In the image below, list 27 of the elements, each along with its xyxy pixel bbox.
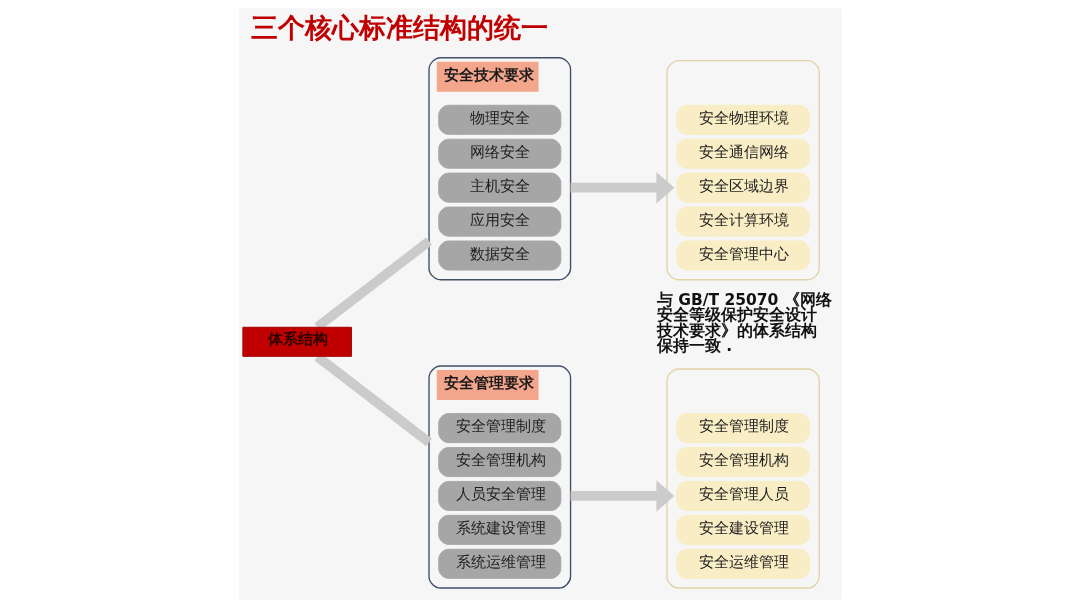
arrow <box>570 480 674 512</box>
node-box: 安全物理环境 <box>675 104 810 135</box>
node-box: 安全计算环境 <box>675 206 810 237</box>
node-box: 安全建设管理 <box>675 514 810 545</box>
node-box: 安全管理制度 <box>675 413 810 444</box>
node-box: 安全管理机构 <box>675 447 810 478</box>
cluster <box>665 368 820 589</box>
node-box: 安全通信网络 <box>675 138 810 169</box>
node-box: 主机安全 <box>437 172 561 203</box>
label: 与 GB/T 25070 《网络安全等级保护安全设计技术要求》的体系结构保持一致 . <box>656 290 832 356</box>
node-box: 安全管理机构 <box>437 447 561 478</box>
node-box: 系统建设管理 <box>437 514 561 545</box>
node-box: 数据安全 <box>437 240 561 271</box>
diagram-title: 三个核心标准结构的统一 <box>250 11 548 43</box>
node-box: 安全运维管理 <box>675 548 810 579</box>
node-box: 物理安全 <box>437 104 561 135</box>
node-box: 安全区域边界 <box>675 172 810 203</box>
node-box: 安全管理人员 <box>675 480 810 511</box>
node-box: 应用安全 <box>437 206 561 237</box>
cluster <box>665 60 820 281</box>
node-box: 网络安全 <box>437 138 561 169</box>
node-box: 系统运维管理 <box>437 548 561 579</box>
node-box: 体系结构 <box>241 326 352 357</box>
node-box: 安全管理中心 <box>675 240 810 271</box>
node-box: 人员安全管理 <box>437 480 561 511</box>
node-box: 安全管理制度 <box>437 413 561 444</box>
arrow <box>570 171 674 204</box>
